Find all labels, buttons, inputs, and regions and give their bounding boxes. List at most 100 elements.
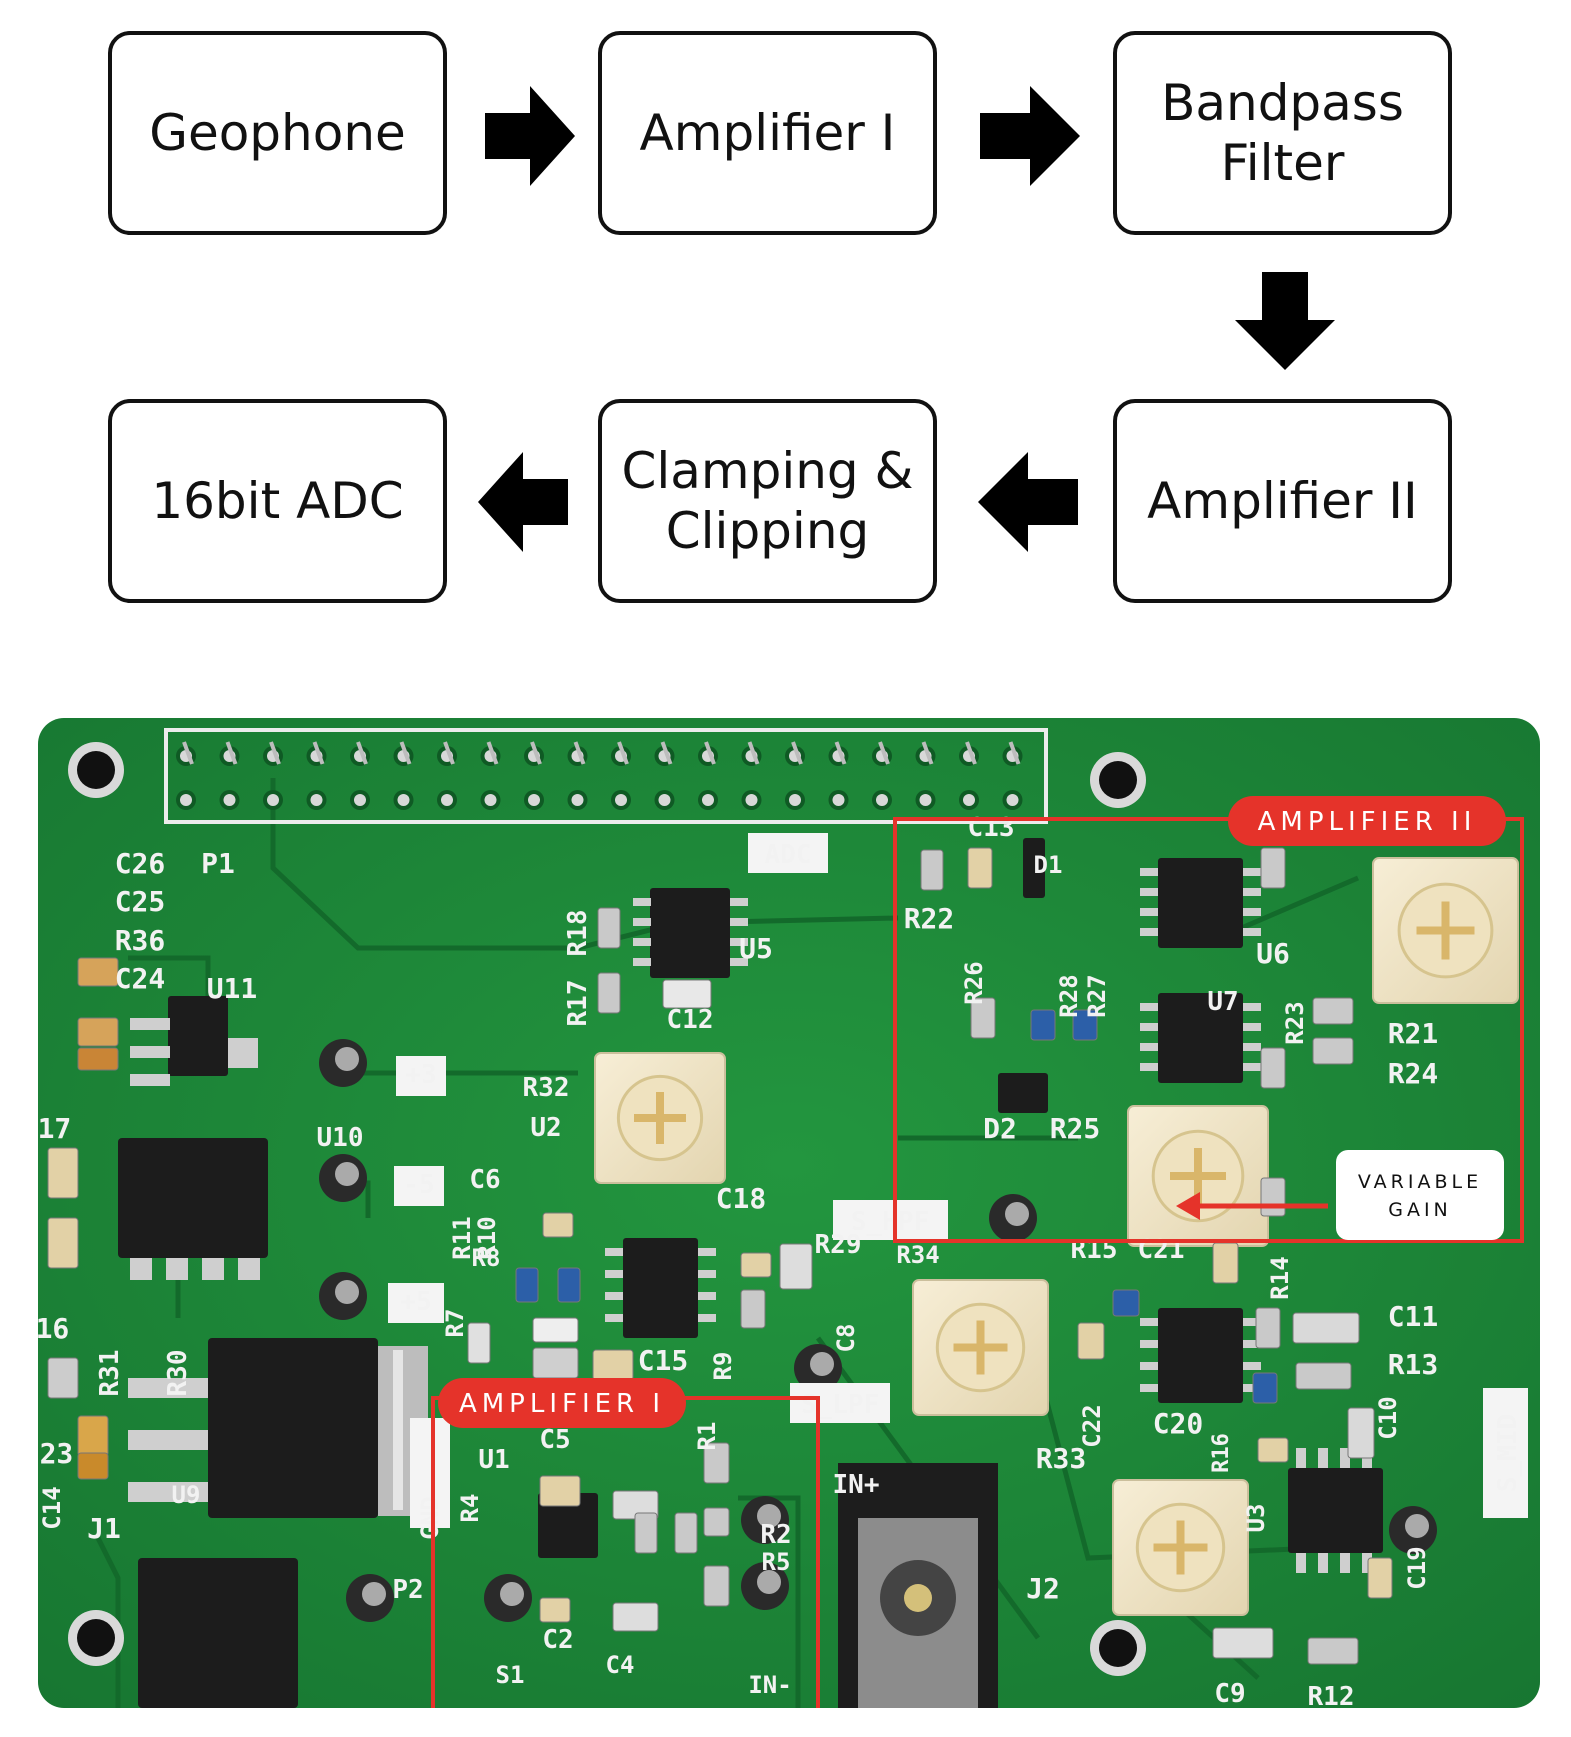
- block-bandpass-label: Bandpass Filter: [1161, 74, 1404, 192]
- pcb-label-j2: J2: [1026, 1572, 1060, 1605]
- pcb-label-r36: R36: [115, 924, 166, 957]
- pcb-label-r1: R1: [693, 1422, 721, 1451]
- pcb-label-c18: C18: [716, 1182, 767, 1215]
- pcb-label-in-plus: IN+: [833, 1470, 880, 1500]
- mounting-hole-icon: [68, 742, 1146, 1676]
- pcb-label-r14: R14: [1266, 1256, 1294, 1299]
- pin-header: [176, 741, 1023, 810]
- pcb-label-r17: R17: [563, 980, 593, 1027]
- pcb-label-c5: C5: [539, 1425, 570, 1455]
- pcb-label-s-mid: S_MID: [1493, 1414, 1523, 1492]
- arrow-left-icon: [1176, 1192, 1200, 1220]
- arrow-left-icon: [978, 452, 1078, 552]
- block-bandpass-filter: Bandpass Filter: [1113, 31, 1452, 235]
- pcb-label-r25: R25: [1050, 1112, 1101, 1145]
- variable-gain-label-line2: GAIN: [1388, 1199, 1452, 1221]
- pcb-label-minus5: -5: [403, 1170, 434, 1200]
- pcb-label-r31: R31: [95, 1350, 125, 1397]
- pcb-label-u7: U7: [1207, 987, 1238, 1017]
- pcb-label-d1: D1: [1034, 851, 1063, 879]
- pcb-label-c2: C2: [542, 1625, 573, 1655]
- pcb-label-c8: C8: [832, 1324, 860, 1353]
- pcb-label-r29: R29: [815, 1230, 862, 1260]
- pcb-label-j1: J1: [87, 1512, 121, 1545]
- pcb-label-c11: C11: [1388, 1300, 1439, 1333]
- block-geophone-label: Geophone: [149, 104, 406, 162]
- pcb-label-c19: C19: [1403, 1546, 1431, 1589]
- pcb-label-p1: P1: [201, 847, 235, 880]
- block-16bit-adc: 16bit ADC: [108, 399, 447, 603]
- pcb-label-r13: R13: [1388, 1348, 1439, 1381]
- arrow-right-icon: [485, 86, 575, 186]
- pcb-label-d2: D2: [983, 1112, 1017, 1145]
- block-clamping-clipping: Clamping & Clipping: [598, 399, 937, 603]
- pcb-label-u9: U9: [172, 1481, 201, 1509]
- block-amplifier-1: Amplifier I: [598, 31, 937, 235]
- pcb-label-r27: R27: [1083, 974, 1111, 1017]
- block-adc-label: 16bit ADC: [151, 472, 404, 530]
- pcb-label-c15: C15: [638, 1344, 689, 1377]
- pcb-label-r26: R26: [960, 961, 988, 1004]
- pcb-label-c4: C4: [606, 1651, 635, 1679]
- pcb-label-c10: C10: [1374, 1396, 1402, 1439]
- pcb-label-plus3: +3: [405, 1060, 436, 1090]
- pcb-label-c20: C20: [1153, 1407, 1204, 1440]
- pcb-label-c14: C14: [38, 1486, 66, 1529]
- pcb-label-in-minus: IN-: [748, 1671, 791, 1699]
- block-amplifier-2-label: Amplifier II: [1147, 472, 1418, 530]
- pcb-label-c12: C12: [667, 1005, 714, 1035]
- block-clamping-label: Clamping & Clipping: [621, 442, 914, 560]
- pcb-label-r12: R12: [1308, 1682, 1355, 1708]
- arrow-right-icon: [980, 86, 1080, 186]
- pcb-label-adc: ADC: [765, 840, 812, 870]
- pcb-label-r5: R5: [762, 1548, 791, 1576]
- amplifier-2-region-label: AMPLIFIER II: [1258, 807, 1477, 837]
- block-amplifier-1-label: Amplifier I: [639, 104, 896, 162]
- pcb-label-gnd: GND: [416, 1496, 444, 1539]
- block-geophone: Geophone: [108, 31, 447, 235]
- pcb-label-u10: U10: [317, 1123, 364, 1153]
- arrow-left-icon: [478, 452, 568, 552]
- pcb-label-c26: C26: [115, 847, 166, 880]
- pcb-label-c6: C6: [469, 1165, 500, 1195]
- pcb-label-r32: R32: [523, 1073, 570, 1103]
- pcb-label-u11: U11: [207, 972, 258, 1005]
- variable-gain-label-line1: VARIABLE: [1358, 1171, 1482, 1193]
- pcb-label-r4: R4: [456, 1494, 484, 1523]
- pcb-label-c25: C25: [115, 885, 166, 918]
- pcb-label-r28: R28: [1055, 974, 1083, 1017]
- pcb-label-r30: R30: [163, 1350, 193, 1397]
- pcb-label-r21: R21: [1388, 1017, 1439, 1050]
- pcb-label-r9: R9: [709, 1352, 737, 1381]
- pcb-label-s1: S1: [496, 1661, 525, 1689]
- pcb-label-r8: R8: [472, 1244, 501, 1272]
- pcb-label-r33: R33: [1036, 1442, 1087, 1475]
- pcb-label-u2: U2: [530, 1113, 561, 1143]
- pcb-label-u3: U3: [1242, 1504, 1270, 1533]
- pcb-label-r34: R34: [896, 1241, 939, 1269]
- pcb-label-r23: R23: [1281, 1001, 1309, 1044]
- amplifier-1-region-label: AMPLIFIER I: [459, 1389, 665, 1419]
- arrow-down-icon: [1235, 272, 1335, 370]
- pcb-label-u6: U6: [1256, 937, 1290, 970]
- pcb-label-r18: R18: [563, 910, 593, 957]
- pcb-label-s-hpf: S_HPF: [851, 1207, 929, 1237]
- pcb-label-c9: C9: [1214, 1679, 1245, 1708]
- pcb-label-c22: C22: [1078, 1404, 1106, 1447]
- pcb-label-r16: R16: [1209, 1433, 1234, 1473]
- pcb-label-c17: C17: [38, 1112, 71, 1145]
- pcb-label-plus5: +5: [400, 1287, 431, 1317]
- pcb-label-r11: R11: [448, 1216, 476, 1259]
- pcb-label-s-lpf: S_LPF: [801, 1390, 879, 1420]
- pcb-label-r2: R2: [760, 1520, 791, 1550]
- pcb-label-u5: U5: [739, 932, 773, 965]
- pcb-label-r22: R22: [904, 902, 955, 935]
- pcb-label-r10: R10: [473, 1216, 501, 1259]
- block-amplifier-2: Amplifier II: [1113, 399, 1452, 603]
- pcb-label-r24: R24: [1388, 1057, 1439, 1090]
- pcb-label-p2: P2: [392, 1575, 423, 1605]
- pcb-label-c23: C23: [38, 1437, 73, 1470]
- pcb-label-u1: U1: [478, 1445, 509, 1475]
- pcb-label-c16: C16: [38, 1312, 69, 1345]
